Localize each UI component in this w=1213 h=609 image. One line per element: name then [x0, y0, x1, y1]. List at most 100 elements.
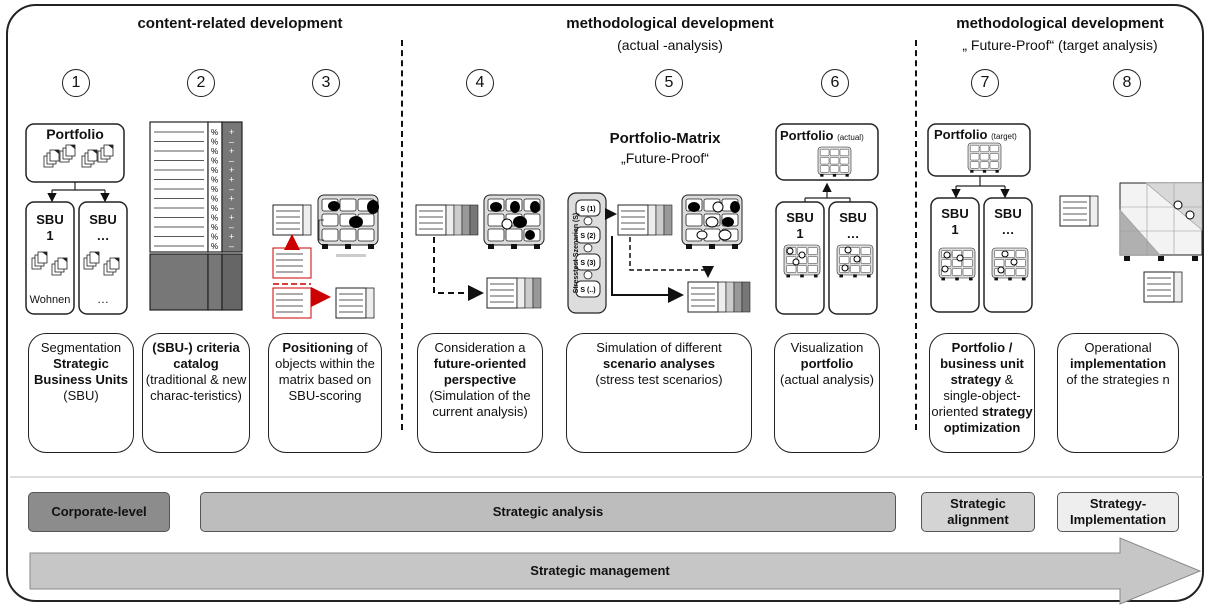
- desc8-text-a: Operational: [1084, 340, 1152, 355]
- step-number-7: 7: [971, 69, 999, 97]
- step1-portfolio-title: Portfolio: [46, 126, 104, 142]
- step6-portfolio-title: Portfolio (actual): [780, 128, 864, 143]
- step3-graphic: [272, 194, 379, 319]
- percent-symbol: %: [211, 204, 218, 213]
- sign-symbol: +: [229, 146, 234, 156]
- step-number-3: 3: [312, 69, 340, 97]
- percent-symbol: %: [211, 176, 218, 185]
- desc1-text-c: (SBU): [63, 388, 99, 403]
- scenario-label: S (..): [580, 287, 595, 294]
- sign-symbol: +: [229, 213, 234, 223]
- sign-symbol: –: [229, 156, 234, 166]
- description-box-8: Operational implementation of the strate…: [1057, 333, 1179, 453]
- desc1-text-a: Segmentation: [40, 340, 122, 355]
- separator-line-2: [915, 40, 917, 430]
- percent-symbol: %: [211, 214, 218, 223]
- step7-sbu1-title: SBU: [941, 206, 969, 221]
- scenario-pill: [575, 199, 601, 217]
- percent-symbol: %: [211, 185, 218, 194]
- desc7-text-d: strategy optimization: [943, 404, 1033, 435]
- description-box-1: Segmentation Strategic Business Units (S…: [28, 333, 134, 453]
- desc2-text-b: (SBU-) criteria: [152, 340, 240, 355]
- strategy-implementation-bar: Strategy-Implementation: [1057, 492, 1179, 532]
- desc7-text-b: Portfolio / business unit strategy: [940, 340, 1024, 387]
- desc5-text-a: Simulation of different: [596, 340, 722, 355]
- description-box-4: Consideration a future-oriented perspect…: [417, 333, 543, 453]
- diagram-frame: [6, 4, 1204, 602]
- plus-circle-icon: [583, 216, 593, 226]
- desc2-text-c: (traditional & new charac-teristics): [145, 372, 247, 403]
- desc2-text-b2: catalog: [173, 356, 219, 371]
- desc4-text-b: future-oriented perspective: [433, 356, 527, 387]
- desc5-text-b: scenario analyses: [602, 356, 716, 371]
- sign-symbol: +: [229, 165, 234, 175]
- step1-ellipsis-label: …: [97, 292, 109, 306]
- sign-symbol: –: [229, 184, 234, 194]
- scenario-pill: [575, 226, 601, 244]
- step1-wohnen-label: Wohnen: [29, 294, 71, 306]
- corporate-level-bar: Corporate-level: [28, 492, 170, 532]
- sign-symbol: –: [229, 203, 234, 213]
- desc1-text-b: Strategic Business Units: [34, 356, 128, 387]
- plus-circle-icon: [583, 270, 593, 280]
- separator-line-1: [401, 40, 403, 430]
- step5-graphic: S (1)S (2)S (3)S (..): [567, 192, 751, 314]
- description-box-2: (SBU-) criteria catalog (traditional & n…: [142, 333, 250, 453]
- percent-symbol: %: [211, 223, 218, 232]
- step7-sbu2-number: …: [1001, 222, 1015, 237]
- step-number-8: 8: [1113, 69, 1141, 97]
- step8-graphic: [1059, 182, 1203, 303]
- step6-sbu2-title: SBU: [839, 210, 867, 225]
- scenario-label: S (1): [580, 206, 595, 213]
- scenario-pill: [575, 280, 601, 298]
- step7-graphic: [927, 123, 1033, 313]
- step5-matrix-subtitle: „Future-Proof“: [621, 150, 709, 166]
- description-box-3: Positioning of objects within the matrix…: [268, 333, 382, 453]
- step-number-5: 5: [655, 69, 683, 97]
- step-number-4: 4: [466, 69, 494, 97]
- desc6-text-b: portfolio: [800, 356, 854, 371]
- step1-sbu2-title: SBU: [89, 212, 117, 227]
- percent-symbol: %: [211, 128, 218, 137]
- step5-scenario-label: Stresstest-Szenarien (S): [573, 212, 580, 294]
- step7-portfolio-title: Portfolio (target): [934, 127, 1017, 142]
- step1-graphic: [25, 123, 128, 315]
- step1-sbu1-title: SBU: [36, 212, 64, 227]
- desc4-text-a: Consideration a: [434, 340, 526, 355]
- sign-symbol: +: [229, 232, 234, 242]
- desc5-text-c: (stress test scenarios): [595, 372, 723, 387]
- step6-graphic: [775, 123, 879, 315]
- description-box-5: Simulation of different scenario analyse…: [566, 333, 752, 453]
- percent-symbol: %: [211, 157, 218, 166]
- scenario-pill: [575, 253, 601, 271]
- step1-sbu1-number: 1: [46, 228, 54, 243]
- step7-sbu1-number: 1: [951, 222, 959, 237]
- section-title-actual: methodological development: [566, 15, 774, 32]
- step4-graphic: [415, 194, 545, 309]
- strategic-alignment-bar: Strategic alignment: [921, 492, 1035, 532]
- step6-sbu2-number: …: [846, 226, 860, 241]
- section-title-content: content-related development: [137, 15, 343, 32]
- sign-symbol: +: [229, 175, 234, 185]
- step2-graphic: %+%–%+%–%+%+%–%+%–%+%–%+%–%+%–%+%–%+: [149, 121, 243, 311]
- step-number-1: 1: [62, 69, 90, 97]
- step7-sbu2-title: SBU: [994, 206, 1022, 221]
- sign-symbol: +: [229, 194, 234, 204]
- scenario-label: S (3): [580, 260, 595, 267]
- sign-symbol: +: [229, 127, 234, 137]
- sign-symbol: –: [229, 241, 234, 251]
- sign-symbol: –: [229, 137, 234, 147]
- strategic-analysis-bar: Strategic analysis: [200, 492, 896, 532]
- strategic-management-label: Strategic management: [530, 563, 670, 578]
- step6-sbu1-title: SBU: [786, 210, 814, 225]
- step-number-6: 6: [821, 69, 849, 97]
- percent-symbol: %: [211, 166, 218, 175]
- desc6-text-a: Visualization: [790, 340, 864, 355]
- step5-matrix-title: Portfolio-Matrix: [609, 130, 721, 147]
- description-box-7: Portfolio / business unit strategy & sin…: [929, 333, 1035, 453]
- section-subtitle-actual: (actual -analysis): [617, 37, 723, 53]
- percent-symbol: %: [211, 147, 218, 156]
- percent-symbol: %: [211, 195, 218, 204]
- percent-symbol: %: [211, 242, 218, 251]
